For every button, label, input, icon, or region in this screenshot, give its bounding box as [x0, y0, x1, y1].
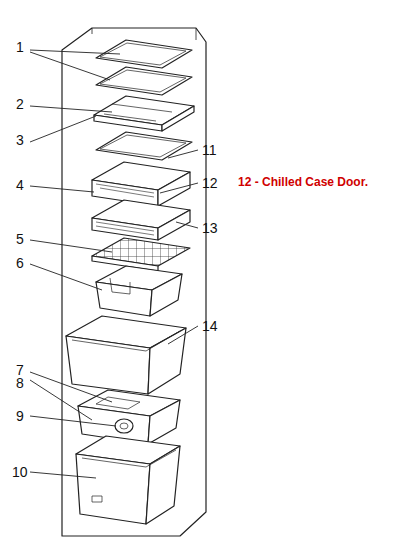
- grid-cover: [92, 238, 190, 271]
- glass-shelf: [96, 40, 192, 95]
- chilled-case-tray: [92, 200, 190, 240]
- chilled-case: [92, 162, 190, 206]
- cabinet-outline: [62, 28, 206, 536]
- cabinet-inner-edge: [92, 28, 196, 40]
- leader-lines: [30, 50, 198, 478]
- callout-number: 1: [16, 40, 24, 54]
- callout-number: 3: [16, 133, 24, 147]
- bottom-bin: [76, 436, 180, 524]
- callout-number: 2: [16, 97, 24, 111]
- callout-number: 12: [202, 176, 218, 190]
- callout-number: 7: [16, 363, 24, 377]
- callout-number: 6: [16, 256, 24, 270]
- callout-number: 14: [202, 319, 218, 333]
- callout-number: 8: [16, 376, 24, 390]
- callout-number: 9: [16, 409, 24, 423]
- callout-number: 10: [12, 465, 28, 479]
- callout-number: 13: [202, 221, 218, 235]
- callout-number: 4: [16, 178, 24, 192]
- small-bin: [96, 266, 182, 316]
- lower-case: [78, 390, 180, 444]
- shelf-frame: [94, 96, 194, 131]
- part-note: 12 - Chilled Case Door.: [238, 176, 368, 188]
- crisper-bin: [66, 316, 186, 394]
- callout-number: 5: [16, 232, 24, 246]
- callout-number: 11: [202, 143, 217, 157]
